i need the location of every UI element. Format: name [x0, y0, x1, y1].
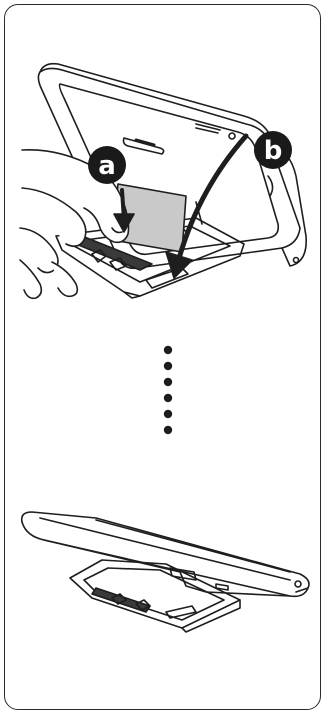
- step-b-label: b: [264, 136, 283, 166]
- step-b-badge: b: [254, 131, 292, 169]
- tablet-flat: [22, 512, 309, 596]
- step-a-badge: a: [88, 146, 126, 184]
- stand-folded: [70, 560, 240, 632]
- continuation-dots: [164, 346, 172, 434]
- step-a-label: a: [98, 151, 116, 181]
